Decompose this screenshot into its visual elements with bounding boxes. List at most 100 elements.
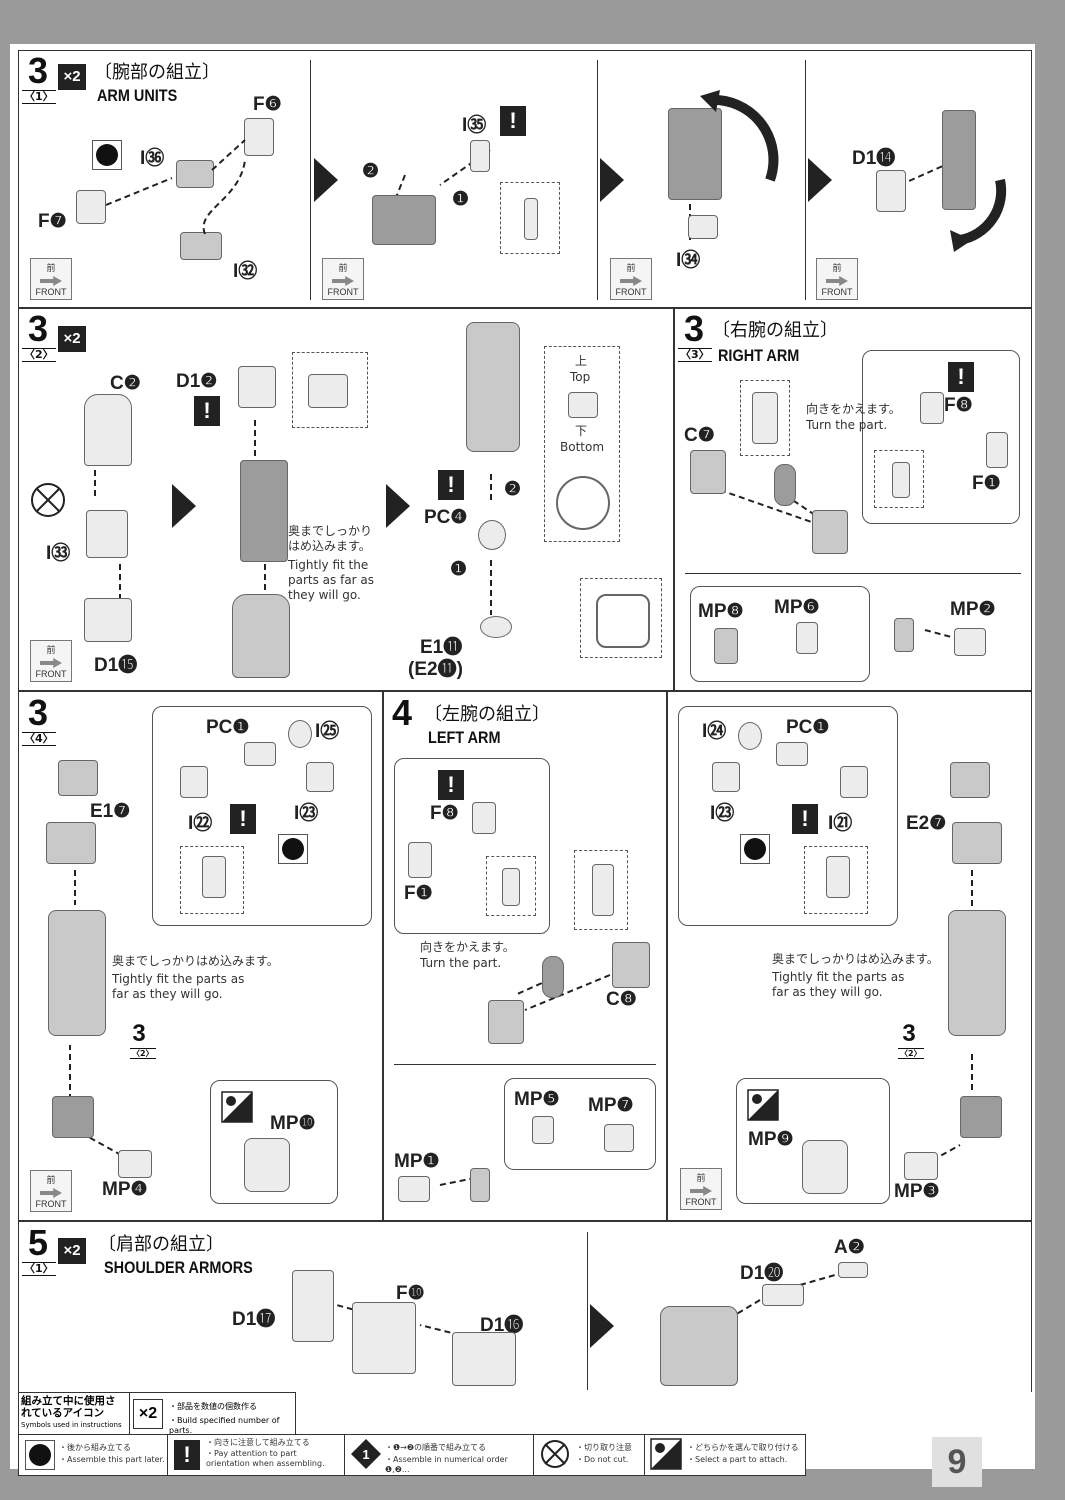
step-number: 3 bbox=[27, 692, 49, 733]
divider bbox=[805, 60, 806, 300]
label-F1: F❶ bbox=[972, 473, 1001, 494]
label-D1-20: D1⓴ bbox=[740, 1263, 784, 1284]
turn-en: Turn the part. bbox=[806, 418, 888, 432]
joint-part bbox=[774, 464, 796, 506]
elbow-part bbox=[58, 760, 98, 796]
label-I21: I㉑ bbox=[828, 813, 853, 834]
note-jp: 奥までしっかりはめ込みます。 bbox=[772, 952, 939, 966]
turn-jp: 向きをかえます。 bbox=[420, 940, 515, 954]
label-E1-7: E1❼ bbox=[90, 801, 131, 822]
label-D1-17: D1⓱ bbox=[232, 1309, 276, 1330]
legend-jp: ・どちらかを選んで取り付ける bbox=[687, 1443, 799, 1452]
part-I23 bbox=[712, 762, 740, 792]
label-D1-16: D1⓰ bbox=[480, 1315, 524, 1336]
order-2-label: ❷ bbox=[504, 479, 522, 500]
hand-base bbox=[488, 1000, 524, 1044]
label-MP2: MP❷ bbox=[950, 599, 996, 620]
title-en: ARM UNITS bbox=[97, 86, 178, 105]
label-D1-2: D1❷ bbox=[176, 371, 218, 392]
label-F10: F❿ bbox=[396, 1283, 425, 1304]
warning-icon: ! bbox=[438, 770, 464, 800]
part-MP2-a bbox=[894, 618, 914, 652]
step-number: 5 bbox=[27, 1222, 49, 1263]
legend-jp: ・❶→❷の順番で組み立てる bbox=[385, 1443, 487, 1452]
label-I35: I㉟ bbox=[462, 115, 487, 136]
order-2-label: ❷ bbox=[362, 161, 380, 182]
label-PC1: PC❶ bbox=[206, 717, 250, 738]
select-icon bbox=[650, 1438, 682, 1470]
warning-icon: ! bbox=[500, 106, 526, 136]
x2-en: ・Build specified number of parts. bbox=[169, 1416, 280, 1435]
part-F1 bbox=[986, 432, 1008, 468]
part-D1-2 bbox=[238, 366, 276, 408]
pc-part bbox=[568, 392, 598, 418]
warning-icon: ! bbox=[438, 470, 464, 500]
part-E1-7 bbox=[46, 822, 96, 864]
step-number: 3 bbox=[27, 50, 49, 91]
step-sub: 〈1〉 bbox=[22, 90, 56, 104]
ref-step-sub: 〈2〉 bbox=[898, 1048, 924, 1059]
title-jp: 〔肩部の組立〕 bbox=[98, 1234, 224, 1255]
part-MP3 bbox=[904, 1152, 938, 1180]
part-I25 bbox=[288, 720, 312, 748]
step3-4-panel bbox=[18, 691, 383, 1221]
x2-icon: ×2 bbox=[133, 1399, 163, 1429]
step5-1-panel bbox=[18, 1221, 1032, 1392]
step4-panel bbox=[383, 691, 667, 1221]
part-MP9 bbox=[802, 1140, 848, 1194]
label-C2: C❷ bbox=[110, 373, 141, 394]
part-I32 bbox=[180, 232, 222, 260]
svg-text:1: 1 bbox=[362, 1447, 369, 1462]
icon-legend-header: 組み立て中に使用されているアイコン Symbols used in instru… bbox=[18, 1392, 296, 1436]
part-F1 bbox=[408, 842, 432, 878]
label-D1-15: D1⓯ bbox=[94, 655, 138, 676]
arm-assembly bbox=[942, 110, 976, 210]
part-F8 bbox=[920, 392, 944, 424]
detail-part bbox=[524, 198, 538, 240]
part-D1-17 bbox=[292, 1270, 334, 1342]
title-jp: 〔左腕の組立〕 bbox=[424, 704, 550, 725]
label-MP10: MP❿ bbox=[270, 1113, 316, 1134]
warning-icon: ! bbox=[194, 396, 220, 426]
rotation-arrow-icon bbox=[950, 178, 1007, 252]
ball-icon bbox=[740, 834, 770, 864]
hand-part bbox=[470, 1168, 490, 1202]
upper-arm bbox=[948, 910, 1006, 1036]
step-number: 4 bbox=[391, 692, 413, 733]
upper-arm bbox=[466, 322, 520, 452]
detail-part bbox=[592, 864, 614, 916]
no-cut-icon bbox=[541, 1440, 569, 1468]
elbow-part bbox=[950, 762, 990, 798]
step-sub: 〈1〉 bbox=[22, 1262, 56, 1276]
warning-icon: ! bbox=[174, 1440, 200, 1470]
label-C8: C❽ bbox=[606, 989, 637, 1010]
step-sub: 〈2〉 bbox=[22, 348, 56, 362]
order-icon: 1 bbox=[351, 1439, 381, 1469]
detail-part bbox=[892, 462, 910, 498]
part-MP6 bbox=[796, 622, 818, 654]
detail-part bbox=[502, 868, 520, 906]
pc-top-view bbox=[556, 476, 610, 530]
note-jp: 奥までしっかりはめ込みます。 bbox=[288, 524, 373, 553]
divider bbox=[685, 573, 1021, 574]
label-PC4: PC❹ bbox=[424, 507, 468, 528]
part-I34 bbox=[688, 215, 718, 239]
top-jp: 上 bbox=[575, 354, 588, 368]
label-MP5: MP❺ bbox=[514, 1089, 560, 1110]
label-PC1: PC❶ bbox=[786, 717, 830, 738]
part-E2-7 bbox=[952, 822, 1002, 864]
step3-1-panel bbox=[18, 50, 1032, 308]
part-I36 bbox=[176, 160, 214, 188]
legend-en: ・Pay attention to part orientation when … bbox=[206, 1449, 325, 1468]
label-I33: I㉝ bbox=[46, 543, 71, 564]
note-en: Tightly fit the parts as far as they wil… bbox=[112, 972, 245, 1001]
detail-part bbox=[826, 856, 850, 898]
warning-icon: ! bbox=[792, 804, 818, 834]
part-I23 bbox=[306, 762, 334, 792]
select-icon bbox=[747, 1089, 779, 1121]
legend-jp: ・切り取り注意 bbox=[576, 1443, 632, 1452]
